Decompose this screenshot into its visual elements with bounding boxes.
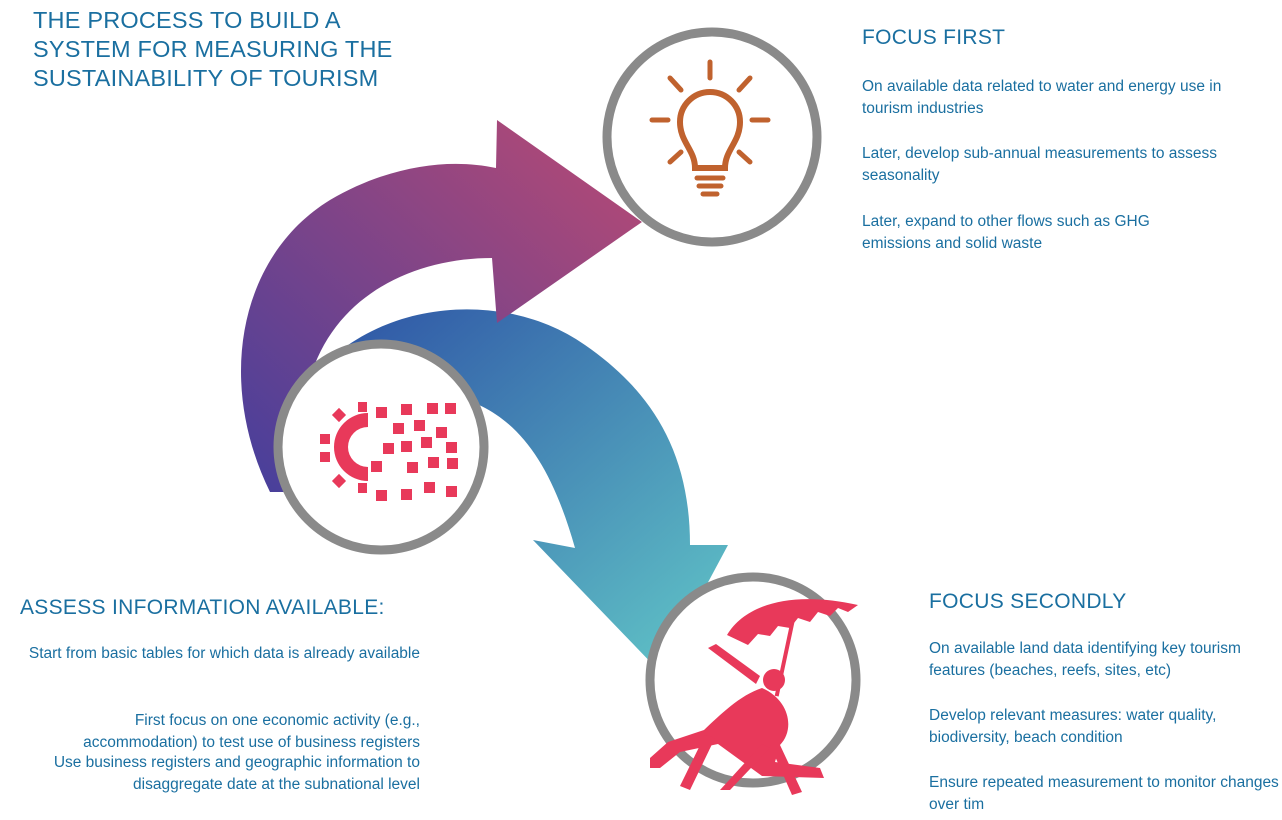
focus-first-item: Later, expand to other flows such as GHG… [862, 213, 1150, 252]
focus-first-item: Later, develop sub-annual measurements t… [862, 145, 1217, 184]
assess-item: Start from basic tables for which data i… [28, 645, 420, 662]
focus-first-circle [602, 27, 822, 247]
page-title: THE PROCESS TO BUILD A SYSTEM FOR MEASUR… [33, 7, 393, 91]
focus-first-heading: FOCUS FIRST [862, 26, 1006, 49]
arrow-to-focus-first [240, 120, 643, 492]
focus-secondly-item: On available land data identifying key t… [929, 640, 1241, 679]
lightbulb-icon [649, 59, 771, 197]
focus-secondly-item: Develop relevant measures: water quality… [929, 707, 1217, 746]
beach-chair-person-icon [650, 599, 858, 795]
focus-secondly-heading: FOCUS SECONDLY [929, 590, 1127, 613]
arrow-to-focus-secondly [300, 309, 728, 672]
focus-first-item: On available data related to water and e… [862, 78, 1222, 117]
assess-circle [273, 339, 489, 555]
focus-secondly-item: Ensure repeated measurement to monitor c… [929, 774, 1279, 813]
gear-data-icon [320, 402, 458, 501]
assess-heading: ASSESS INFORMATION AVAILABLE: [20, 596, 385, 619]
assess-item: Use business registers and geographic in… [53, 754, 420, 793]
assess-item: First focus on one economic activity (e.… [83, 712, 420, 751]
